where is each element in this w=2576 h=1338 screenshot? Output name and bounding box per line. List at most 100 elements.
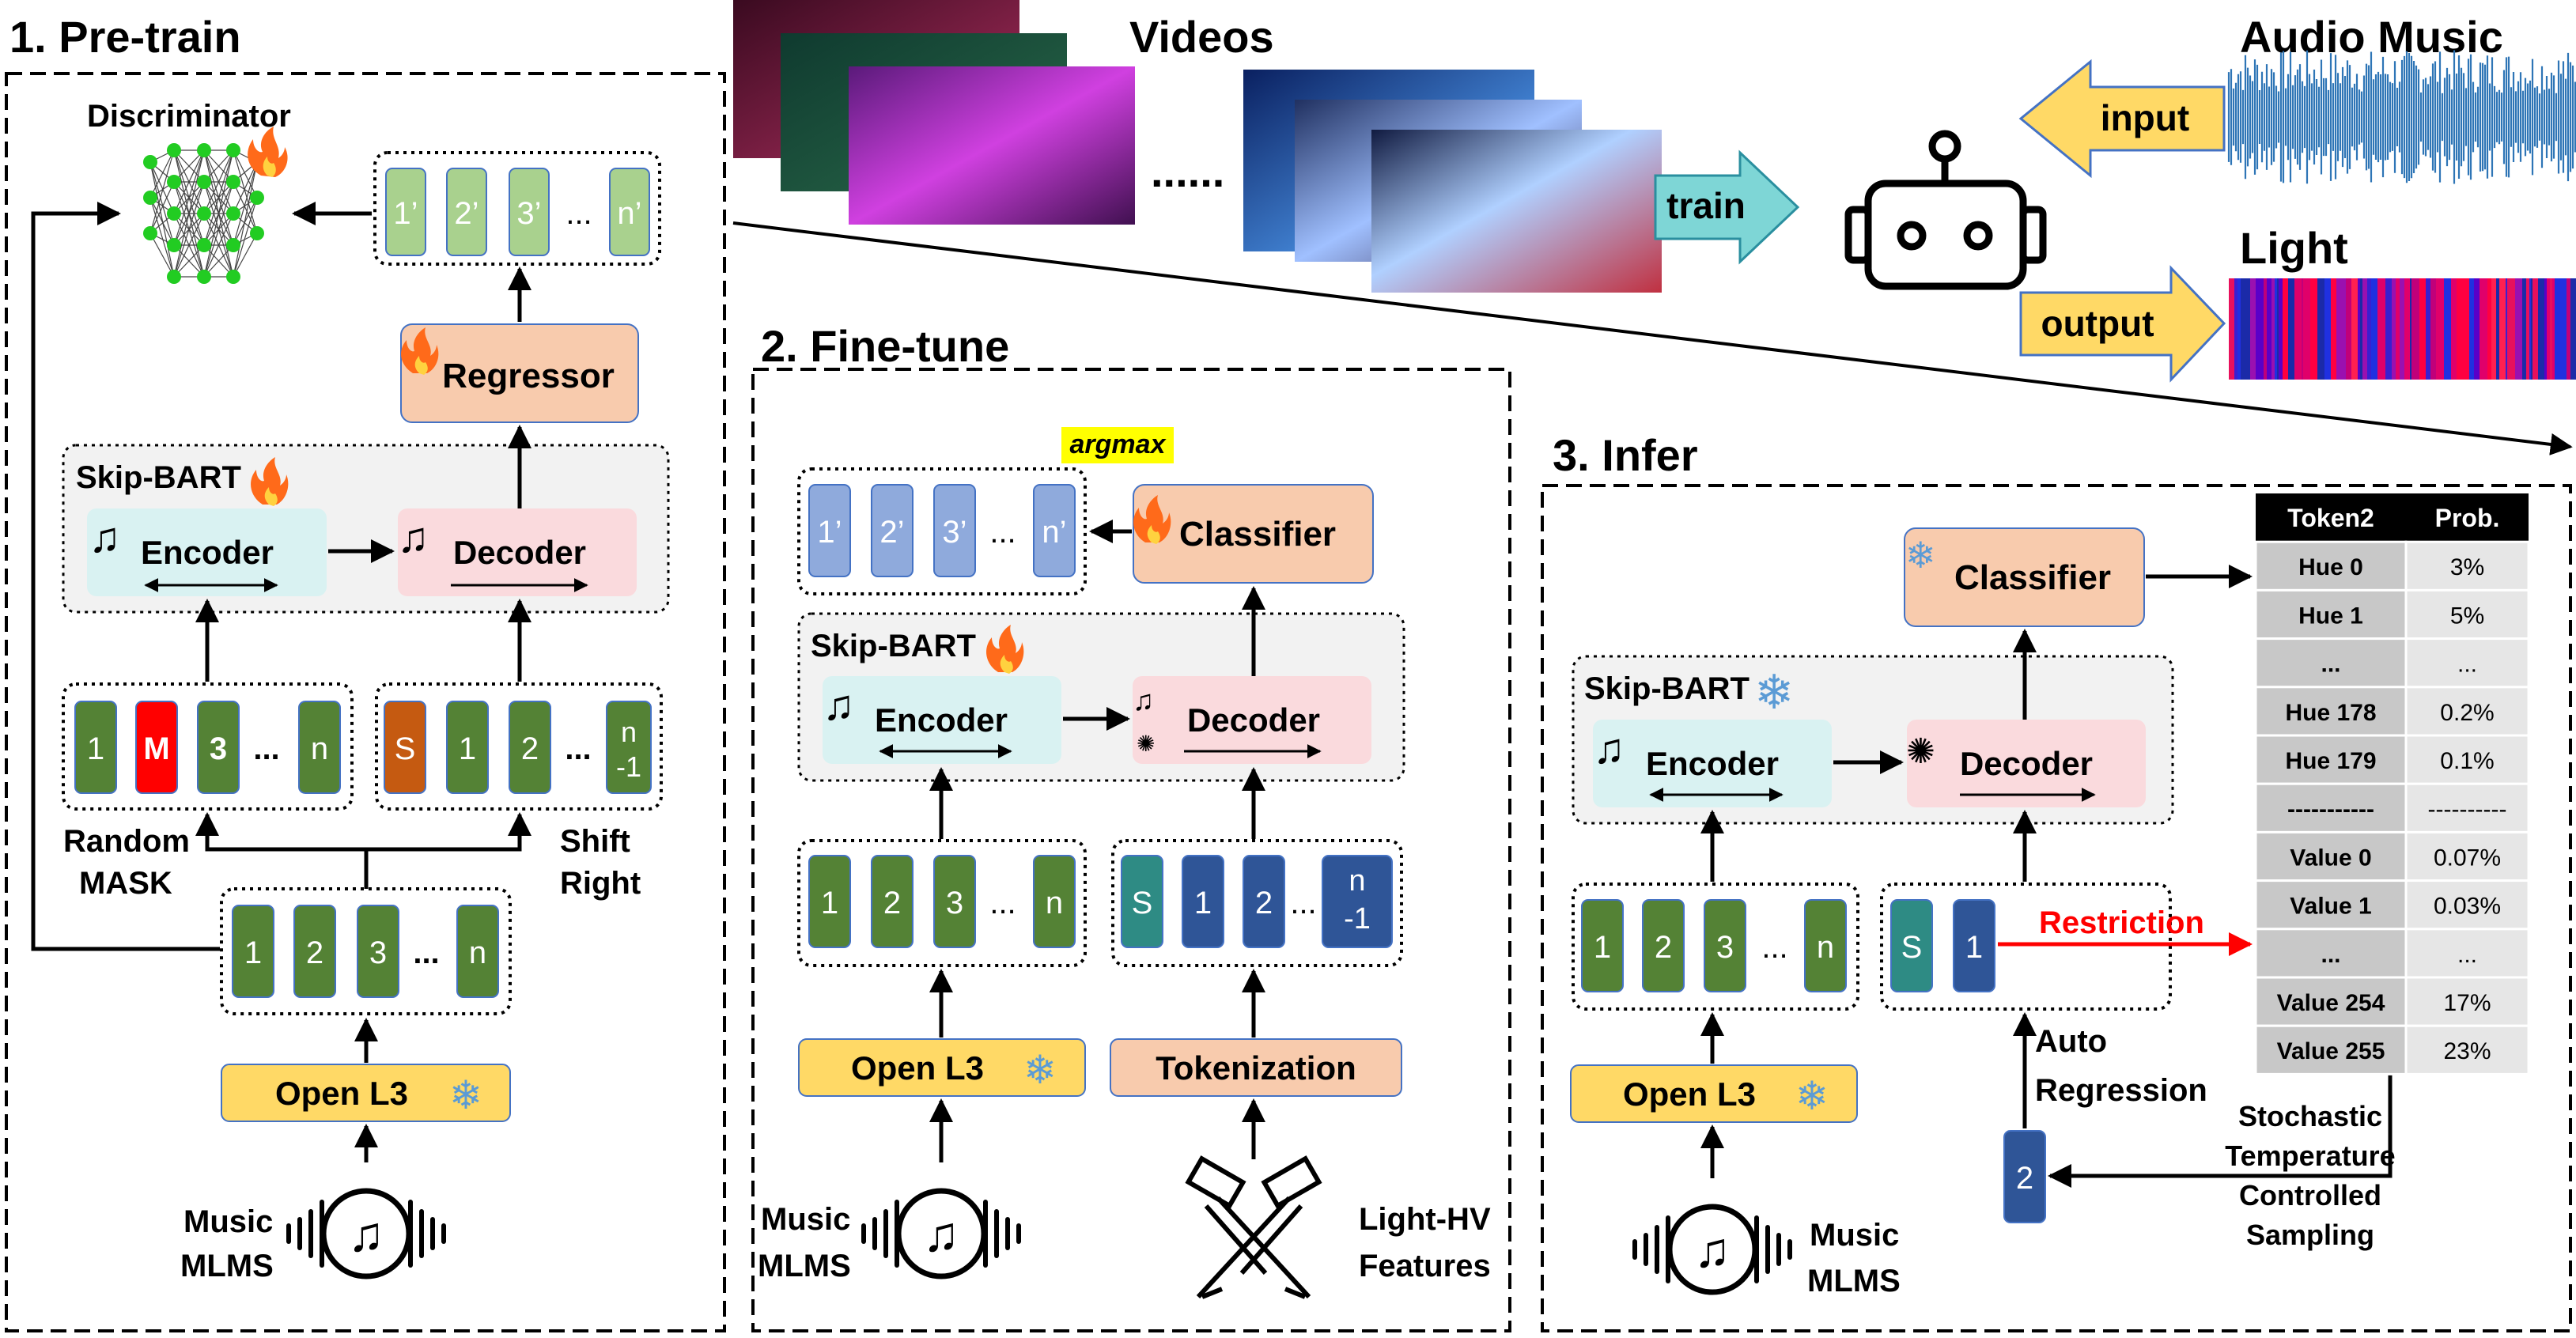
light-bar-stripe: [2451, 278, 2457, 380]
nn-node: [167, 206, 181, 221]
argmax-highlight: [1061, 427, 1174, 463]
token: [1953, 899, 1995, 992]
nn-edge: [233, 161, 258, 246]
light-bar-stripe: [2464, 278, 2469, 380]
light-bar-stripe: [2515, 278, 2522, 380]
start-token: [384, 701, 426, 794]
video-frame-3: [849, 66, 1135, 225]
nn-edge: [233, 181, 258, 234]
finetune-classifier-box: [1133, 484, 1374, 584]
nn-edge: [203, 213, 234, 278]
finetune-frame: [751, 368, 1511, 1332]
infer-decoder-label: Decoder: [1960, 745, 2093, 782]
light-bar-stripe: [2271, 278, 2275, 380]
light-bar-stripe: [2474, 278, 2480, 380]
robot-icon: [1844, 130, 2047, 290]
table-cell-token: Hue 179: [2285, 748, 2376, 774]
token: [808, 484, 851, 577]
token: [808, 855, 851, 948]
token: [1033, 855, 1076, 948]
music-note-icon: ♫: [1694, 1223, 1731, 1278]
token: [933, 855, 976, 948]
nn-edge: [173, 149, 205, 183]
music-waveform-icon: ♫: [1632, 1204, 1792, 1295]
nn-node: [226, 143, 240, 157]
light-bar-stripe: [2531, 278, 2532, 380]
light-bar-stripe: [2256, 278, 2264, 380]
light-bar-stripe: [2532, 278, 2538, 380]
light-bar-stripe: [2436, 278, 2444, 380]
shifted-token-group: [375, 682, 663, 811]
table-cell-token: Value 255: [2277, 1038, 2385, 1064]
table-cell-token: Hue 178: [2285, 700, 2376, 726]
infer-encoder-label: Encoder: [1646, 745, 1779, 782]
music-label: MLMS: [758, 1249, 851, 1283]
nn-edge: [149, 197, 175, 246]
pretrain-encoder-label: Encoder: [141, 534, 274, 571]
table-row: [2404, 588, 2530, 641]
finetune-output-group: [797, 467, 1087, 595]
token: [197, 701, 240, 794]
finetune-decoder-label: Decoder: [1187, 701, 1320, 739]
music-waveform-icon: ♫: [286, 1188, 446, 1279]
table-cell-prob: 0.07%: [2434, 845, 2501, 871]
output-label: output: [2041, 303, 2154, 344]
token: [1642, 899, 1685, 992]
videos-label: Videos: [1129, 12, 1274, 62]
bulb-icon: ✺: [1906, 732, 1935, 771]
music-note-icon: ♫: [397, 514, 429, 561]
pretrain-input-group: [220, 887, 512, 1015]
token: [232, 905, 274, 998]
sampling-label: Stochastic: [2238, 1100, 2382, 1132]
music-label: Music: [183, 1204, 273, 1239]
pretrain-title: 1. Pre-train: [9, 12, 241, 62]
token-label: 2: [306, 935, 323, 970]
light-bar-stripe: [2310, 278, 2317, 380]
nn-edge: [149, 149, 175, 234]
light-bar-stripe: [2457, 278, 2464, 380]
nn-edge: [173, 149, 205, 278]
light-bar-stripe: [2267, 278, 2271, 380]
nn-node: [143, 191, 157, 205]
table-cell-token: ...: [2321, 652, 2340, 678]
token-label: 2: [1255, 886, 1273, 920]
nn-edge: [203, 149, 234, 278]
light-bar-stripe: [2560, 278, 2567, 380]
nn-edge: [149, 149, 175, 198]
video-frames: [733, 0, 1662, 293]
token-label: M: [143, 731, 169, 766]
light-bar-stripe: [2567, 278, 2570, 380]
light-bar-stripe: [2411, 278, 2419, 380]
token-label: 3: [946, 886, 963, 920]
videos-to-infer-arrow: [732, 221, 2573, 455]
token-label: -1: [616, 750, 641, 783]
light-bar-stripe: [2288, 278, 2294, 380]
light-bar-stripe: [2331, 278, 2336, 380]
token-label: 3: [1716, 930, 1734, 965]
table-cell-prob: 0.03%: [2434, 894, 2501, 920]
token-label: 1: [821, 886, 838, 920]
music-note-icon: ♫: [89, 514, 121, 561]
table-row: [2404, 782, 2530, 833]
light-bar-stripe: [2507, 278, 2515, 380]
light-bar-stripe: [2367, 278, 2371, 380]
light-bar-stripe: [2360, 278, 2362, 380]
argmax-label: argmax: [1070, 429, 1167, 459]
nn-edge: [149, 161, 175, 214]
token: [298, 701, 341, 794]
start-token: [1121, 855, 1163, 948]
classifier-fire-icon: [1133, 495, 1171, 544]
finetune-openl3-box: [798, 1038, 1086, 1097]
table-cell-prob: 17%: [2443, 990, 2491, 1016]
token: [1033, 484, 1076, 577]
nn-edge: [233, 161, 258, 214]
tokenization-box: [1110, 1038, 1402, 1097]
light-bar-stripe: [2377, 278, 2385, 380]
nn-node: [197, 175, 211, 189]
table-row: [2404, 830, 2530, 883]
random-mask-label: Random: [63, 824, 190, 859]
finetune-title: 2. Fine-tune: [761, 321, 1009, 371]
table-row: [2404, 928, 2530, 979]
token-label: 1: [459, 731, 476, 766]
